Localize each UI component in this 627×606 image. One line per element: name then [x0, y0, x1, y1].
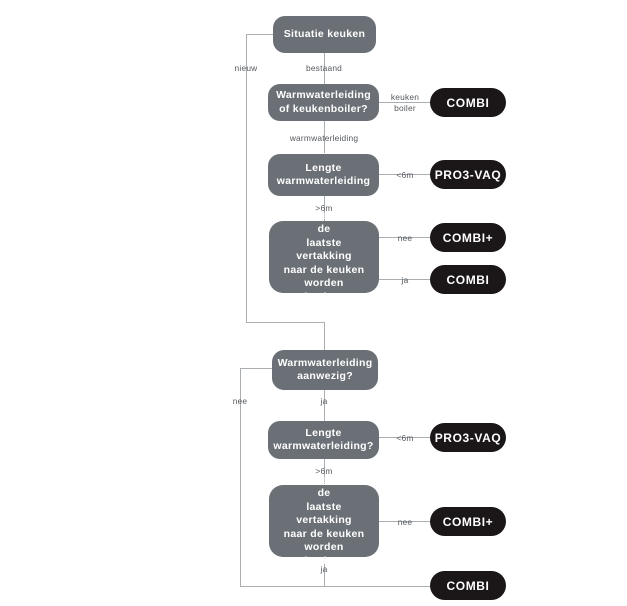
- edge-nieuw-to-lower-h: [246, 322, 325, 323]
- edge-label-bestaand: bestaand: [305, 63, 343, 73]
- edge-label-lt6m-2: <6m: [396, 433, 414, 443]
- result-combi-keukenboiler-label: COMBI: [446, 95, 490, 110]
- edge-label-gt6m-1: >6m: [315, 203, 333, 213]
- node-afgedopt-2-label: Kan deze vlak na de laatste vertakking n…: [279, 473, 369, 567]
- edge-nieuw-down-to-aanwezig: [324, 322, 325, 351]
- edge-lt6m2-to-pro3vaq: [379, 437, 430, 438]
- edge-label-nee-2: nee: [397, 517, 413, 527]
- result-combiplus-1-label: COMBI+: [442, 230, 494, 245]
- node-warmwaterleiding-aanwezig-label: Warmwaterleiding aanwezig?: [277, 356, 373, 382]
- result-combi-keukenboiler[interactable]: COMBI: [430, 88, 506, 117]
- edge-label-ja-2: ja: [320, 564, 328, 574]
- node-warmwaterleiding-of-keukenboiler[interactable]: Warmwaterleiding of keukenboiler?: [268, 84, 379, 121]
- node-warmwaterleiding-aanwezig[interactable]: Warmwaterleiding aanwezig?: [272, 350, 378, 390]
- node-lengte-warmwaterleiding-1[interactable]: Lengte warmwaterleiding: [268, 154, 379, 196]
- node-lengte-warmwaterleiding-1-label: Lengte warmwaterleiding: [276, 161, 371, 187]
- edge-bestaand: [324, 52, 325, 84]
- node-situatie-keuken-label: Situatie keuken: [283, 27, 366, 40]
- edge-aanwezig-to-nee-h: [240, 368, 272, 369]
- edge-label-keuken-boiler: keuken boiler: [390, 92, 420, 114]
- edge-gt6m2-down: [324, 459, 325, 484]
- result-combiplus-1[interactable]: COMBI+: [430, 223, 506, 252]
- edge-nee2-to-combiplus: [379, 521, 430, 522]
- edge-label-ja-branch: ja: [320, 396, 328, 406]
- edge-keukenboiler-to-combi: [379, 102, 430, 103]
- result-combiplus-2-label: COMBI+: [442, 514, 494, 529]
- edge-ja2-down: [324, 557, 325, 587]
- node-warmwaterleiding-of-keukenboiler-label: Warmwaterleiding of keukenboiler?: [276, 89, 371, 115]
- edge-gt6m-down: [324, 196, 325, 221]
- edge-label-ja-1: ja: [401, 275, 409, 285]
- edge-ja-branch-down: [324, 390, 325, 421]
- edge-warmwaterleiding-down: [324, 120, 325, 153]
- result-pro3vaq-1[interactable]: PRO3-VAQ: [430, 160, 506, 189]
- result-pro3vaq-2[interactable]: PRO3-VAQ: [430, 423, 506, 452]
- node-lengte-warmwaterleiding-2-label: Lengte warmwaterleiding?: [273, 426, 374, 452]
- edge-nieuw-vertical: [246, 34, 247, 323]
- result-combi-ja-1[interactable]: COMBI: [430, 265, 506, 294]
- node-afgedopt-2[interactable]: Kan deze vlak na de laatste vertakking n…: [269, 474, 379, 567]
- result-combiplus-2[interactable]: COMBI+: [430, 507, 506, 536]
- edge-ja1-to-combi: [379, 279, 430, 280]
- edge-label-warmwaterleiding: warmwaterleiding: [289, 133, 359, 143]
- result-pro3vaq-1-label: PRO3-VAQ: [434, 167, 502, 182]
- edge-situatie-to-nieuw-h: [246, 34, 273, 35]
- edge-nee-branch-vertical: [240, 368, 241, 586]
- edge-nee-branch-to-bottom-combi: [240, 586, 430, 587]
- edge-label-nee-1: nee: [397, 233, 413, 243]
- edge-label-nee-branch: nee: [232, 396, 248, 406]
- edge-label-nieuw: nieuw: [234, 63, 258, 73]
- edge-nee1-to-combiplus: [379, 237, 430, 238]
- node-situatie-keuken[interactable]: Situatie keuken: [273, 16, 376, 53]
- edge-label-gt6m-2: >6m: [315, 466, 333, 476]
- result-pro3vaq-2-label: PRO3-VAQ: [434, 430, 502, 445]
- node-lengte-warmwaterleiding-2[interactable]: Lengte warmwaterleiding?: [268, 421, 379, 459]
- node-afgedopt-1-label: Kan deze vlak na de laatste vertakking n…: [279, 209, 369, 303]
- edge-label-lt6m-1: <6m: [396, 170, 414, 180]
- result-combi-ja-2-label: COMBI: [446, 578, 490, 593]
- node-afgedopt-1[interactable]: Kan deze vlak na de laatste vertakking n…: [269, 210, 379, 303]
- edge-lt6m-to-pro3vaq: [379, 174, 430, 175]
- result-combi-ja-1-label: COMBI: [446, 272, 490, 287]
- result-combi-ja-2[interactable]: COMBI: [430, 571, 506, 600]
